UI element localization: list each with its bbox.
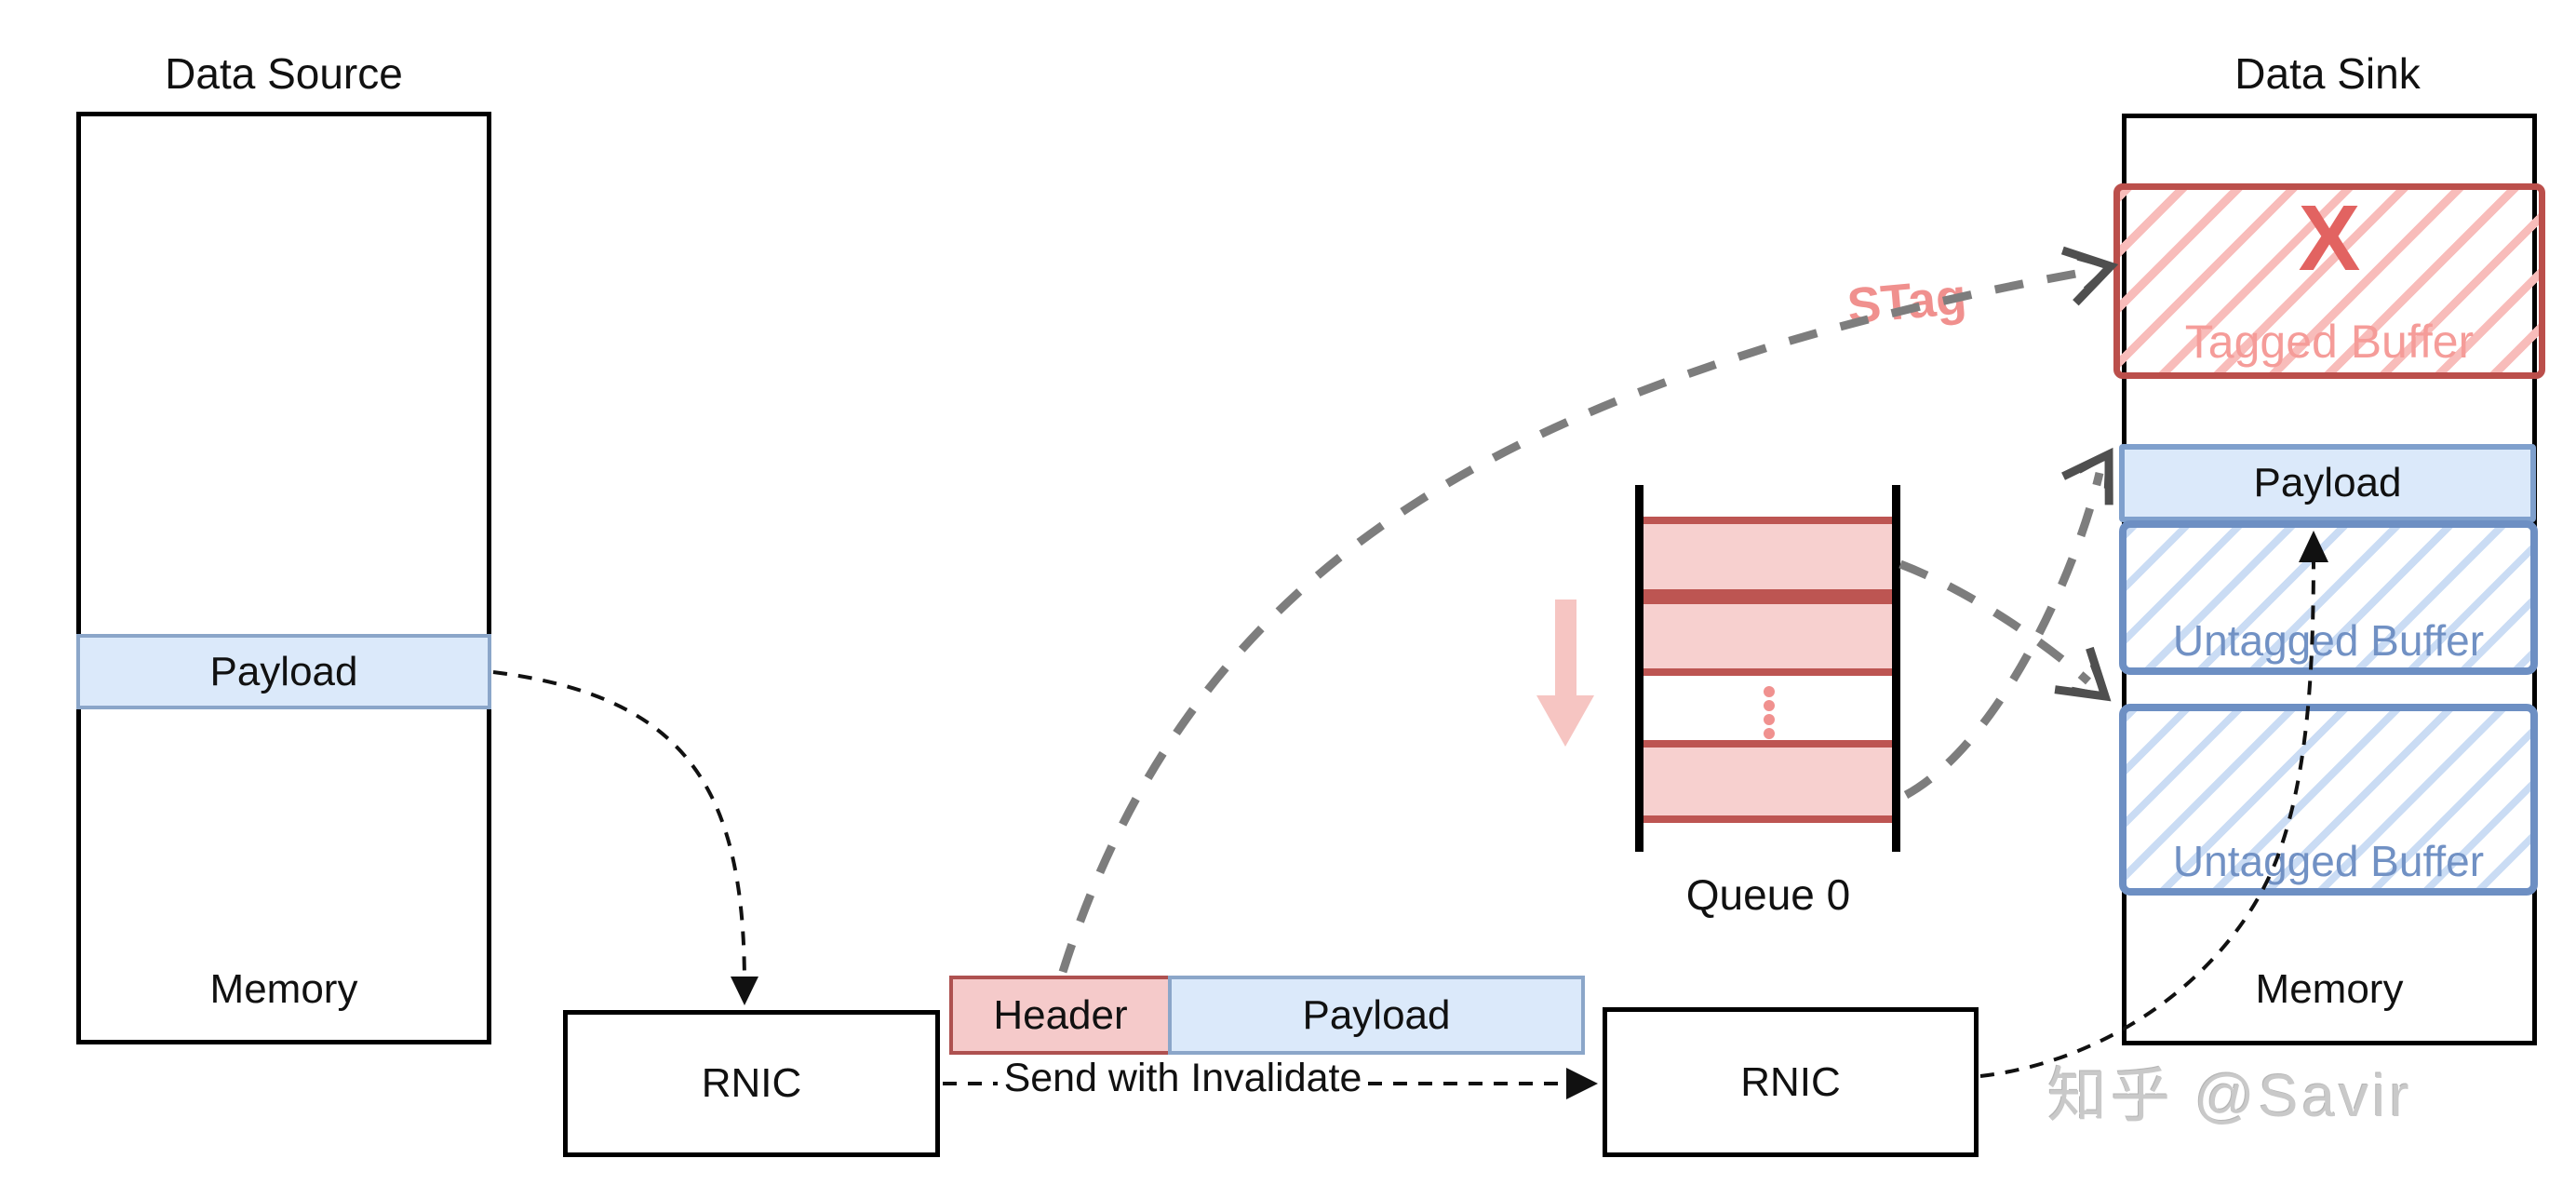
sink-payload-block: Payload bbox=[2119, 444, 2536, 522]
send-arrowhead-icon bbox=[1566, 1068, 1598, 1099]
packet-header-block: Header bbox=[949, 976, 1172, 1055]
untagged-buffer-block-2: Untagged Buffer bbox=[2119, 704, 2538, 896]
source-payload-label: Payload bbox=[209, 648, 358, 694]
queue-direction-down-arrow-icon bbox=[1536, 600, 1594, 747]
stag-label: STag bbox=[1845, 268, 1969, 335]
payload-to-rnic-arrow bbox=[492, 670, 746, 986]
data-sink-title: Data Sink bbox=[2234, 49, 2421, 98]
queue-to-payload-arrow bbox=[1903, 471, 2104, 799]
queue-ellipsis-icon bbox=[1764, 686, 1775, 739]
queue-entry-row bbox=[1644, 597, 1892, 676]
payload-to-rnic-arrowhead-icon bbox=[731, 977, 758, 1005]
queue-entry-row bbox=[1644, 740, 1892, 823]
queue-left-rail bbox=[1635, 485, 1644, 852]
untagged-buffer-block-1: Untagged Buffer bbox=[2119, 520, 2538, 675]
queue-to-untagged-arrowhead-icon bbox=[2054, 646, 2112, 702]
watermark-text: 知乎 @Savir bbox=[2047, 1062, 2413, 1129]
packet-payload-block: Payload bbox=[1168, 976, 1585, 1055]
queue-to-untagged-arrow bbox=[1898, 559, 2092, 685]
stag-arrowhead-icon bbox=[2060, 246, 2119, 306]
queue-right-rail bbox=[1892, 485, 1900, 852]
queue-label: Queue 0 bbox=[1685, 870, 1851, 919]
invalidated-x-mark: X bbox=[2298, 186, 2361, 290]
untagged-buffer-label-1: Untagged Buffer bbox=[2172, 616, 2485, 665]
send-with-invalidate-label: Send with Invalidate bbox=[1003, 1056, 1362, 1100]
sink-rnic-box: RNIC bbox=[1603, 1007, 1979, 1157]
queue-entry-row bbox=[1644, 517, 1892, 597]
untagged-buffer-label-2: Untagged Buffer bbox=[2172, 837, 2485, 885]
sink-payload-label: Payload bbox=[2253, 460, 2402, 505]
packet-header-label: Header bbox=[993, 991, 1128, 1038]
source-payload-block: Payload bbox=[76, 634, 491, 709]
source-memory-box bbox=[76, 112, 491, 1044]
tagged-buffer-label: Tagged Buffer bbox=[2184, 316, 2475, 368]
stag-invalidate-arrow bbox=[1058, 267, 2087, 974]
sink-rnic-label: RNIC bbox=[1740, 1058, 1841, 1105]
source-memory-label: Memory bbox=[209, 966, 358, 1012]
source-rnic-box: RNIC bbox=[563, 1010, 940, 1157]
sink-memory-label: Memory bbox=[2255, 966, 2404, 1012]
data-source-title: Data Source bbox=[165, 49, 403, 98]
tagged-buffer-block: X Tagged Buffer bbox=[2113, 183, 2545, 379]
source-rnic-label: RNIC bbox=[701, 1060, 802, 1106]
packet-payload-label: Payload bbox=[1302, 991, 1451, 1038]
